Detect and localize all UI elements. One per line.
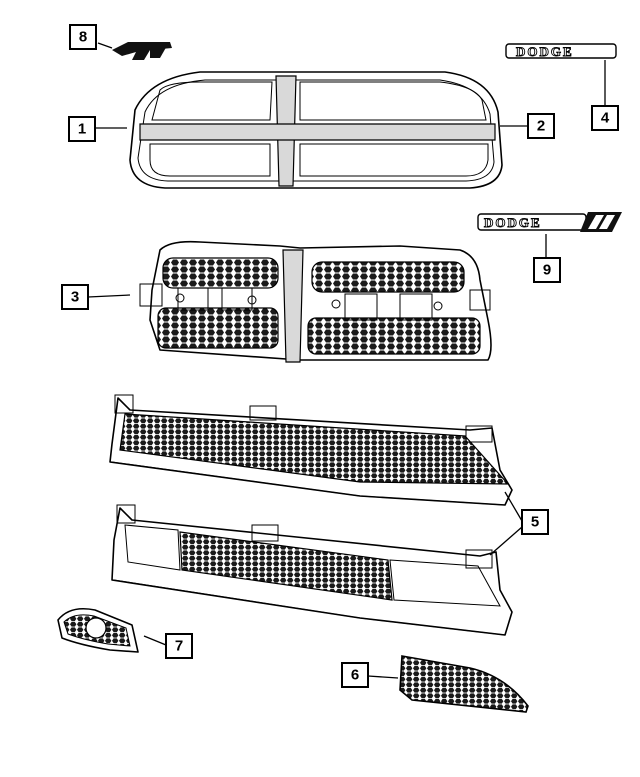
callout-5-label: 5 <box>531 514 539 531</box>
callout-6: 6 <box>341 662 369 688</box>
rt-emblem <box>112 42 172 60</box>
callout-2-label: 2 <box>537 118 545 135</box>
upper-grille-surround <box>129 71 503 189</box>
dodge-nameplate-lower: DODGE <box>477 212 622 232</box>
callout-1-label: 1 <box>78 121 86 138</box>
lower-grille-upper-view <box>109 394 513 506</box>
callout-2: 2 <box>527 113 555 139</box>
callout-1: 1 <box>68 116 96 142</box>
callout-3: 3 <box>61 284 89 310</box>
callout-9-label: 9 <box>543 262 551 279</box>
callout-4: 4 <box>591 105 619 131</box>
dodge-nameplate-upper: DODGE <box>505 43 617 59</box>
nameplate-upper-text: DODGE <box>516 44 574 59</box>
callout-7: 7 <box>165 633 193 659</box>
grille-insert <box>139 240 492 363</box>
fog-lamp-bezel <box>57 607 139 653</box>
callout-9: 9 <box>533 257 561 283</box>
callout-8: 8 <box>69 24 97 50</box>
leader-lines <box>87 42 606 679</box>
callout-5: 5 <box>521 509 549 535</box>
callout-3-label: 3 <box>71 289 79 306</box>
callout-6-label: 6 <box>351 667 359 684</box>
callout-8-label: 8 <box>79 29 87 46</box>
callout-7-label: 7 <box>175 638 183 655</box>
fog-lamp-insert <box>399 655 529 713</box>
callout-4-label: 4 <box>601 110 610 127</box>
lower-grille-lower-view <box>111 504 513 636</box>
nameplate-lower-text: DODGE <box>484 215 542 230</box>
